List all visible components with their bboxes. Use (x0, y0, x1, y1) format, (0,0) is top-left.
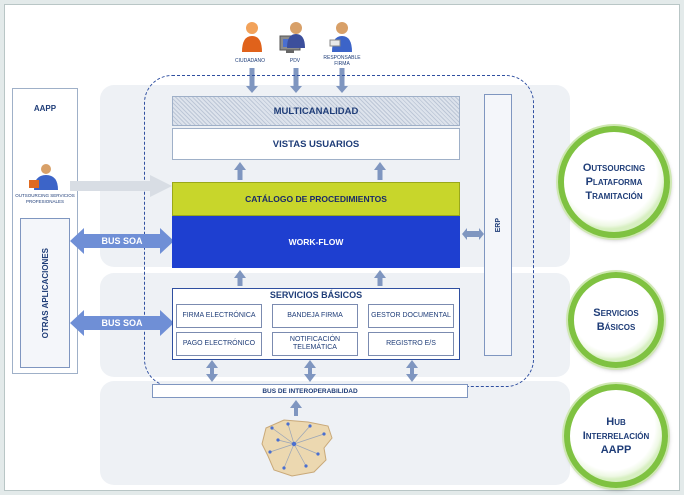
servicios-bus-arrows (206, 360, 418, 382)
aapp-to-catalog-arrow (70, 175, 172, 197)
catalogo-layer: CATÁLOGO DE PROCEDIMIENTOS (172, 182, 460, 216)
outsourcing-line-2: Plataforma (585, 176, 643, 188)
pdv-computer-icon (279, 22, 305, 53)
bus-interoperabilidad-bar: BUS DE INTEROPERABILIDAD (152, 384, 468, 398)
vistas-arrows (234, 162, 386, 180)
band-bottom (100, 381, 570, 485)
bandeja-firma-box: BANDEJA FIRMA (272, 304, 358, 328)
servicios-circle-line-1: Servicios (593, 307, 639, 319)
outsourcing-circle: Outsourcing Plataforma Tramitación (558, 126, 670, 238)
servicios-circle-line-2: Básicos (596, 321, 636, 333)
aapp-title: AAPP (33, 104, 57, 113)
map-to-bus-arrow (290, 400, 302, 416)
notificacion-telematica-box: NOTIFICACIÓN TELEMÁTICA (272, 332, 358, 356)
erp-box: ERP (484, 94, 512, 356)
outsourcing-line-1: Outsourcing (582, 162, 646, 174)
spain-network-map-icon (261, 419, 333, 477)
multicanalidad-layer: MULTICANALIDAD (172, 96, 460, 126)
pago-electronico-box: PAGO ELECTRÓNICO (176, 332, 262, 356)
otras-aplicaciones-box: OTRAS APLICACIONES (20, 218, 70, 368)
bus-soa-arrow-bottom: BUS SOA (70, 308, 174, 338)
bus-interoperabilidad-label: BUS DE INTEROPERABILIDAD (262, 387, 358, 395)
gestor-documental-box: GESTOR DOCUMENTAL (368, 304, 454, 328)
servicios-basicos-circle: Servicios Básicos (568, 272, 664, 368)
vistas-usuarios-layer: VISTAS USUARIOS (172, 128, 460, 160)
responsable-firma-label: RESPONSABLE FIRMA (323, 55, 361, 67)
pdv-label: PDV (289, 58, 301, 64)
firma-electronica-box: FIRMA ELECTRÓNICA (176, 304, 262, 328)
hub-line-2: Interrelación (582, 430, 650, 442)
registro-es-box: REGISTRO E/S (368, 332, 454, 356)
workflow-erp-arrow (462, 228, 484, 240)
bus-soa-label-top: BUS SOA (101, 236, 143, 246)
ciudadano-label: CIUDADANO (234, 58, 265, 64)
operator-person-icon (29, 164, 58, 190)
hub-circle: Hub Interrelación AAPP (564, 384, 668, 488)
actors-arrows (246, 68, 348, 93)
bus-soa-arrow-top: BUS SOA (70, 226, 174, 256)
multicanalidad-label: MULTICANALIDAD (273, 105, 359, 117)
workflow-layer: WORK-FLOW (172, 216, 460, 268)
bus-soa-label-bottom: BUS SOA (101, 318, 143, 328)
workflow-label: WORK-FLOW (288, 237, 344, 247)
otras-aplicaciones-label: OTRAS APLICACIONES (40, 247, 50, 339)
hub-line-3: AAPP (600, 444, 632, 456)
vistas-usuarios-label: VISTAS USUARIOS (272, 138, 360, 150)
ciudadano-person-icon (242, 22, 262, 52)
aapp-user-label: OUTSOURCING SERVICIOS PROFESIONALES (15, 193, 75, 204)
actors-icon-group (242, 22, 352, 53)
outsourcing-line-3: Tramitación (585, 190, 643, 202)
servicios-basicos-title: SERVICIOS BÁSICOS (269, 290, 363, 300)
catalogo-label: CATÁLOGO DE PROCEDIMIENTOS (245, 194, 387, 204)
hub-line-1: Hub (606, 416, 626, 428)
workflow-servicios-arrows (234, 270, 386, 286)
erp-label: ERP (494, 217, 502, 233)
responsable-firma-person-icon (329, 22, 352, 52)
